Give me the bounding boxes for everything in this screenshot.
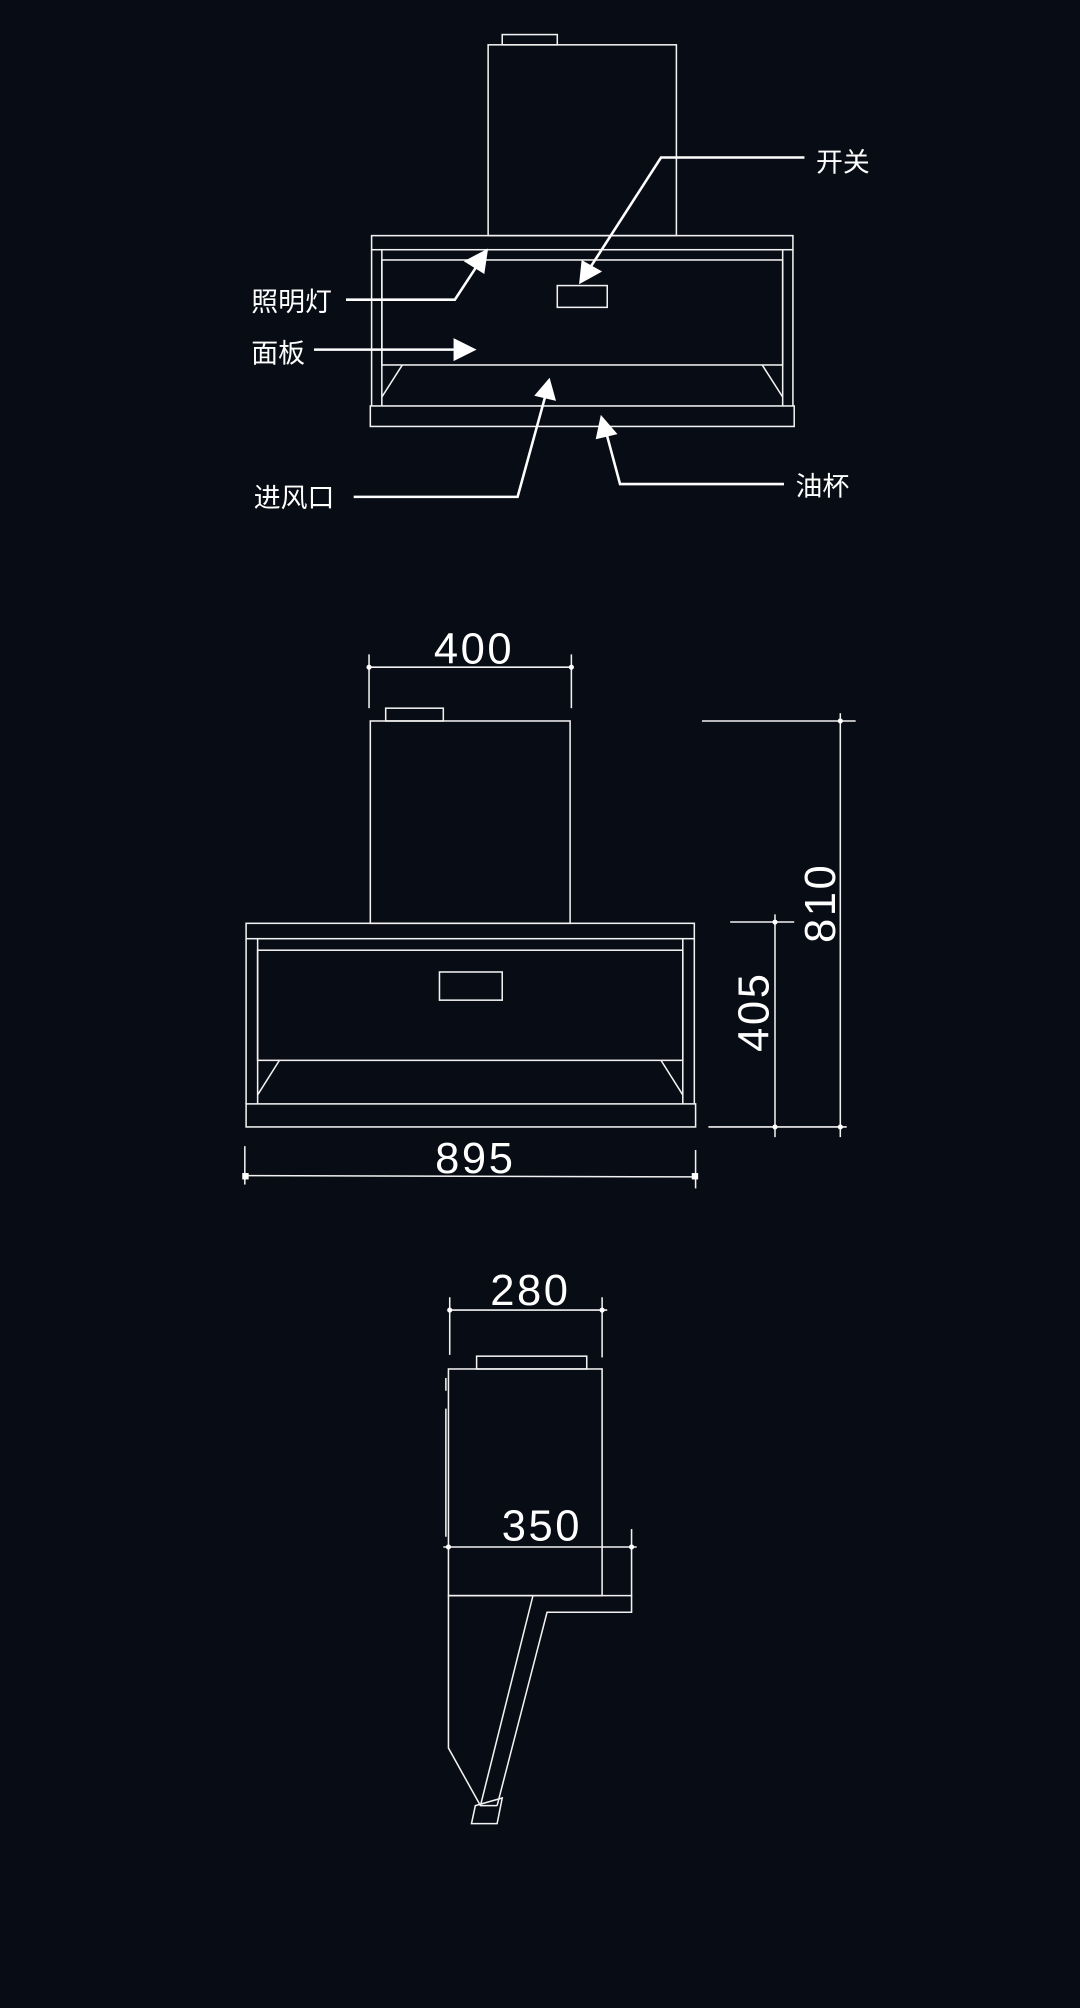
switch <box>556 284 609 309</box>
dim-total-width: 895 <box>435 1135 515 1183</box>
dim-total-depth: 350 <box>502 1503 582 1551</box>
arrow-icon <box>534 377 557 401</box>
arrow-icon <box>463 248 489 275</box>
dim-chimney-width: 400 <box>434 625 514 673</box>
label-air-inlet: 进风口 <box>254 483 335 514</box>
dim-chimney-depth: 280 <box>490 1267 570 1315</box>
arrow-icon <box>579 259 603 285</box>
oil-cup-side <box>470 1796 504 1825</box>
hood-top-band <box>370 234 794 251</box>
switch <box>438 971 503 1001</box>
chimney <box>487 44 678 237</box>
labeled-front-view: 开关 照明灯 面板 进风口 油杯 <box>251 33 870 514</box>
label-oil-cup: 油杯 <box>795 472 849 503</box>
label-switch: 开关 <box>816 148 870 179</box>
panel <box>381 259 784 366</box>
chimney <box>369 720 571 925</box>
oil-cup-bar <box>369 405 795 428</box>
dim-hood-height: 405 <box>731 972 779 1052</box>
arrow-icon <box>453 338 477 362</box>
panel <box>256 949 684 1062</box>
chimney-cap <box>501 33 559 46</box>
side-view: 280 350 <box>443 1267 637 1825</box>
label-light: 照明灯 <box>251 287 332 318</box>
chimney-side <box>447 1368 603 1597</box>
label-panel: 面板 <box>251 338 305 369</box>
dim-total-height: 810 <box>797 863 845 943</box>
dimensioned-front-view: 400 895 810 405 <box>242 625 856 1189</box>
arrow-icon <box>595 414 618 440</box>
